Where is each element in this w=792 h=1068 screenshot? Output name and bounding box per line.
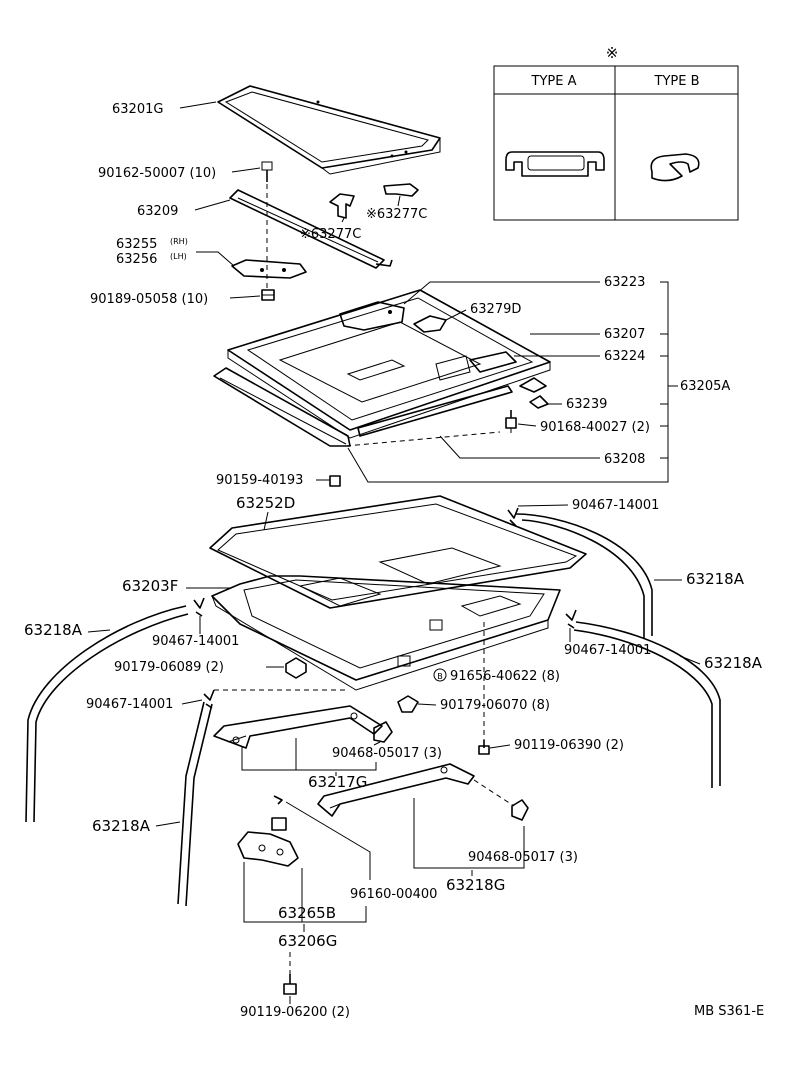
clip-63277c-small — [329, 193, 355, 219]
sliding-frame-63207 — [227, 289, 551, 439]
weatherstrip-63252d — [209, 495, 587, 609]
nut-90179-06089 — [285, 657, 307, 679]
hose-clamp-rear-right — [565, 609, 577, 629]
label-63256-side: (LH) — [170, 252, 187, 261]
bracket-63255-63256 — [231, 259, 307, 279]
bracket-63223 — [339, 301, 405, 331]
bolt-90119-06200 — [283, 974, 297, 995]
label-63224: 63224 — [604, 349, 645, 364]
label-90467-rear-right: 90467-14001 — [564, 643, 651, 658]
hose-clamp-front-left — [193, 597, 205, 617]
label-90119-06200: 90119-06200 (2) — [240, 1005, 350, 1020]
label-63252d: 63252D — [236, 494, 295, 512]
bracket-63224 — [469, 351, 517, 373]
label-63255: 63255 — [116, 237, 157, 252]
label-63256: 63256 — [116, 252, 157, 267]
label-90467-front-right: 90467-14001 — [572, 498, 659, 513]
clip-90468-lower — [511, 799, 529, 821]
type-a-clip-shape — [505, 151, 605, 177]
clip-90468-upper — [373, 721, 393, 743]
clip-63239 — [519, 377, 549, 409]
drain-hose-front-left — [25, 605, 189, 823]
bolt-90168 — [505, 410, 517, 429]
label-90119-06390: 90119-06390 (2) — [514, 738, 624, 753]
bolt-90162 — [261, 161, 273, 182]
label-63255-side: (RH) — [170, 237, 188, 246]
hose-clamp-front-right — [507, 507, 519, 527]
label-63218a-right: 63218A — [686, 570, 745, 588]
legend-type-a: TYPE A — [531, 74, 577, 89]
label-63203f: 63203F — [122, 577, 178, 595]
legend-frame — [493, 65, 739, 221]
label-63223: 63223 — [604, 275, 645, 290]
label-90468-lower: 90468-05017 (3) — [468, 850, 578, 865]
label-90179-06089: 90179-06089 (2) — [114, 660, 224, 675]
type-b-clip-shape — [650, 153, 700, 182]
drain-channel-63217g — [213, 705, 383, 749]
label-63218a-right-rear: 63218A — [704, 654, 763, 672]
housing-63203f — [211, 547, 561, 691]
label-63218g: 63218G — [446, 876, 505, 894]
legend-type-b: TYPE B — [654, 74, 700, 89]
drain-hose-rear-right — [573, 621, 721, 788]
bolt-type-b-mark — [433, 668, 447, 682]
type-a-clip-slot — [527, 155, 585, 171]
clip-63279d — [413, 315, 447, 333]
screw-90159 — [329, 475, 341, 487]
label-63206g: 63206G — [278, 932, 337, 950]
lower-frame-63205a — [213, 367, 351, 447]
label-63277c-b: ※63277C — [366, 207, 427, 222]
label-90467-mid: 90467-14001 — [152, 634, 239, 649]
drain-hose-rear-left — [177, 701, 213, 907]
label-63218a-left-rear: 63218A — [92, 817, 151, 835]
hose-clamp-rear-left — [203, 689, 215, 709]
drip-rail-63208 — [357, 385, 513, 437]
label-63277c-a: ※63277C — [300, 227, 361, 242]
label-63265b: 63265B — [278, 904, 336, 922]
label-90179-06070: 90179-06070 (8) — [440, 698, 550, 713]
label-90468-upper: 90468-05017 (3) — [332, 746, 442, 761]
label-63239: 63239 — [566, 397, 607, 412]
label-63205a: 63205A — [680, 379, 730, 394]
bolt-90119-06390 — [478, 740, 490, 755]
guide-bracket-63209 — [229, 189, 393, 269]
label-90162: 90162-50007 (10) — [98, 166, 216, 181]
motor-bracket-63265b — [237, 817, 299, 867]
label-90467-rear-left: 90467-14001 — [86, 697, 173, 712]
nut-90189 — [261, 289, 275, 301]
label-63279d: 63279D — [470, 302, 521, 317]
legend-symbol: ※ — [606, 44, 619, 62]
spring-96160 — [273, 795, 283, 805]
label-63217g: 63217G — [308, 773, 367, 791]
drawing-code: MB S361-E — [694, 1004, 764, 1019]
label-91656: 91656-40622 (8) — [450, 669, 560, 684]
drain-hose-front-right — [515, 513, 653, 638]
label-96160: 96160-00400 — [350, 887, 437, 902]
label-63201g: 63201G — [112, 102, 163, 117]
drain-channel-63218g — [317, 763, 475, 817]
label-90168: 90168-40027 (2) — [540, 420, 650, 435]
glass-panel — [217, 85, 441, 175]
clip-63277c-right — [383, 183, 419, 197]
label-90159: 90159-40193 — [216, 473, 303, 488]
label-91656-mark: B — [437, 672, 443, 681]
label-63209: 63209 — [137, 204, 178, 219]
nut-90179-06070 — [397, 695, 419, 713]
label-90189: 90189-05058 (10) — [90, 292, 208, 307]
label-63208: 63208 — [604, 452, 645, 467]
type-legend-table: ※ TYPE A TYPE B — [493, 44, 739, 221]
label-63218a-left: 63218A — [24, 621, 83, 639]
label-63207: 63207 — [604, 327, 645, 342]
